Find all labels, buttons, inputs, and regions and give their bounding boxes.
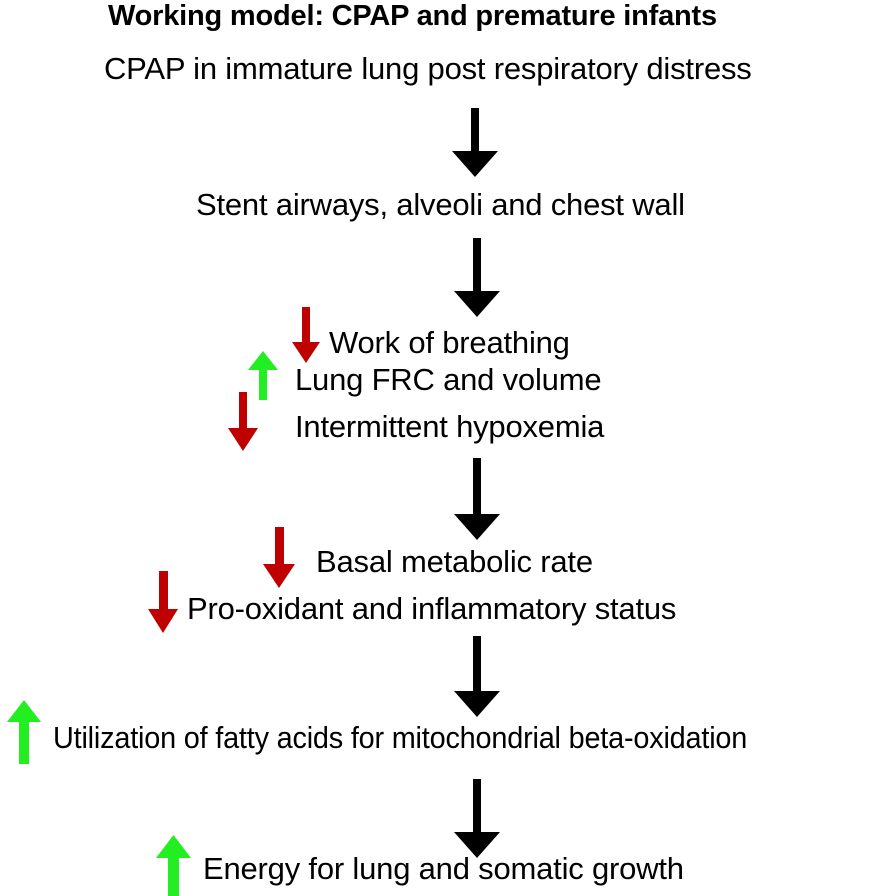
flow-down-arrow-icon [452, 636, 502, 718]
decrease-arrow-icon [146, 571, 180, 634]
flow-down-arrow-icon [452, 458, 502, 541]
step-text-stent-airways: Stent airways, alveoli and chest wall [196, 187, 685, 222]
decrease-arrow-icon [261, 527, 297, 589]
step-text-intermittent-hypoxemia: Intermittent hypoxemia [295, 409, 605, 444]
step-text-utilization-fatty-acids: Utilization of fatty acids for mitochond… [53, 720, 748, 755]
increase-arrow-icon [246, 351, 280, 401]
decrease-arrow-icon [226, 392, 260, 452]
step-text-cpap-immature-lung: CPAP in immature lung post respiratory d… [104, 51, 752, 86]
figure-title: Working model: CPAP and premature infant… [108, 0, 717, 32]
decrease-arrow-icon [290, 307, 322, 364]
step-text-energy-lung-somatic-growth: Energy for lung and somatic growth [203, 851, 684, 886]
increase-arrow-icon [5, 700, 43, 765]
flow-down-arrow-icon [450, 108, 500, 178]
increase-arrow-icon [154, 835, 193, 896]
step-text-lung-frc-and-volume: Lung FRC and volume [295, 362, 602, 397]
step-text-pro-oxidant-inflammatory-status: Pro-oxidant and inflammatory status [187, 591, 677, 626]
flow-down-arrow-icon [452, 238, 502, 318]
step-text-work-of-breathing: Work of breathing [329, 325, 570, 360]
flow-down-arrow-icon [452, 779, 502, 859]
step-text-basal-metabolic-rate: Basal metabolic rate [316, 544, 593, 579]
